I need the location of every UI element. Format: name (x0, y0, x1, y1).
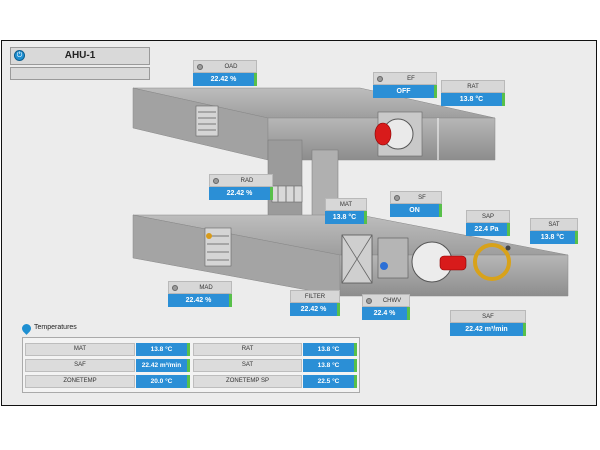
tag-label: RAD (240, 178, 254, 184)
tag-value: 13.8 °C (441, 93, 505, 106)
temp-row-left-label: MAT (25, 343, 135, 356)
temp-row-left-label: SAF (25, 359, 135, 372)
tag-rad[interactable]: RAD 22.42 % (209, 174, 273, 200)
tag-value: OFF (373, 85, 437, 98)
sf-fan-motor (439, 255, 467, 271)
chw-valve (380, 262, 388, 270)
tag-mad[interactable]: MAD 22.42 % (168, 281, 232, 307)
title-bar: ⏻ AHU-1 (10, 47, 150, 65)
tag-oad[interactable]: OAD 22.42 % (193, 60, 257, 86)
status-dot-icon (197, 64, 203, 70)
tag-mat[interactable]: MAT 13.8 °C (325, 198, 367, 224)
tag-saf[interactable]: SAF 22.42 m³/min (450, 310, 526, 336)
status-dot-icon (366, 298, 372, 304)
tag-value: 22.42 m³/min (450, 323, 526, 336)
tag-label: SAF (482, 314, 494, 320)
temp-row-left-value[interactable]: 22.42 m³/min (136, 359, 190, 372)
temperatures-panel: MAT 13.8 °C RAT 13.8 °C SAF 22.42 m³/min… (22, 337, 360, 393)
tag-label: SF (418, 195, 426, 201)
status-dot-icon (172, 285, 178, 291)
temp-row-right-value[interactable]: 13.8 °C (303, 359, 357, 372)
title-sub-bar (10, 67, 150, 80)
mad-actuator (206, 233, 212, 239)
tag-value: 22.4 Pa (466, 223, 510, 236)
tag-value: 22.42 % (168, 294, 232, 307)
temp-row-right-label: SAT (193, 359, 302, 372)
temp-row-right-label: RAT (193, 343, 302, 356)
tag-value: 22.42 % (290, 303, 340, 316)
mad-damper-blades (207, 235, 229, 261)
oad-damper (195, 105, 219, 137)
saf-flow-ring (473, 243, 511, 281)
filter-cross-b (341, 234, 373, 284)
tag-value: 22.4 % (362, 307, 410, 320)
temp-row-right-value[interactable]: 13.8 °C (303, 343, 357, 356)
tag-label: EF (407, 76, 415, 82)
page-title: AHU-1 (64, 50, 96, 61)
ef-fan-motor (374, 122, 392, 146)
chw-coil (377, 237, 409, 279)
tag-filter[interactable]: FILTER 22.42 % (290, 290, 340, 316)
temp-row-left-value[interactable]: 20.0 °C (136, 375, 190, 388)
tag-value: ON (390, 204, 442, 217)
tag-value: 22.42 % (193, 73, 257, 86)
tag-label: SAT (548, 222, 560, 228)
tag-label: SAP (481, 214, 494, 220)
tag-value: 13.8 °C (530, 231, 578, 244)
tag-sf[interactable]: SF ON (390, 191, 442, 217)
status-dot-icon (394, 195, 400, 201)
tag-label: MAD (199, 285, 213, 291)
rad-damper (271, 185, 303, 203)
tag-rat[interactable]: RAT 13.8 °C (441, 80, 505, 106)
power-icon[interactable]: ⏻ (14, 50, 25, 61)
oad-damper-blades (198, 111, 216, 131)
temp-row-left-value[interactable]: 13.8 °C (136, 343, 190, 356)
tag-sat[interactable]: SAT 13.8 °C (530, 218, 578, 244)
status-dot-icon (377, 76, 383, 82)
temperatures-title: Temperatures (34, 324, 77, 331)
temp-row-right-value[interactable]: 22.5 °C (303, 375, 357, 388)
temp-row-left-label: ZONETEMP (25, 375, 135, 388)
status-dot-icon (213, 178, 219, 184)
tag-label: CHWV (382, 298, 402, 304)
tag-label: OAD (224, 64, 238, 70)
tag-label: RAT (467, 84, 479, 90)
sap-sensor (505, 245, 511, 251)
tag-value: 13.8 °C (325, 211, 367, 224)
tag-label: MAT (339, 202, 353, 208)
tag-ef[interactable]: EF OFF (373, 72, 437, 98)
tag-sap[interactable]: SAP 22.4 Pa (466, 210, 510, 236)
tag-label: FILTER (304, 294, 326, 300)
tag-value: 22.42 % (209, 187, 273, 200)
temp-row-right-label: ZONETEMP SP (193, 375, 302, 388)
tag-chwv[interactable]: CHWV 22.4 % (362, 294, 410, 320)
rad-damper-blades (277, 186, 295, 202)
